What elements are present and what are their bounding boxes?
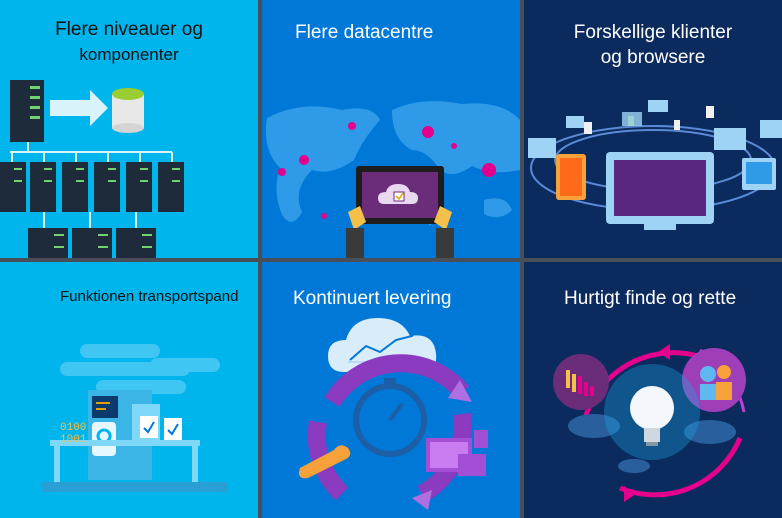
tile-tiers-components: Flere niveauer og komponenter (0, 0, 258, 258)
tile-title: Funktionen transportspand (60, 288, 239, 305)
devices-icon (528, 100, 782, 230)
title-line-2: komponenter (79, 45, 179, 64)
tile-find-fix: Hurtigt finde og rette (524, 262, 782, 518)
delivery-cycle-icon (299, 318, 488, 510)
tile-title: Kontinuert levering (293, 288, 452, 309)
svg-text:1001: 1001 (60, 434, 87, 446)
title-line-1: Flere niveauer og (55, 19, 203, 40)
tablet-cloud-icon (346, 166, 454, 258)
tile-datacenters: Flere datacentre (262, 0, 520, 258)
database-icon (112, 88, 144, 133)
tile-clients-browsers: Forskellige klienter og browsere (524, 0, 782, 258)
title-line-1: Forskellige klienter (573, 22, 733, 43)
tile-title: Hurtigt finde og rette (564, 288, 737, 309)
tile-continuous-delivery: Kontinuert levering (262, 262, 520, 518)
world-map-icon (265, 101, 520, 258)
server-rack-icon (0, 80, 184, 258)
svg-text:0100: 0100 (60, 422, 86, 434)
tile-title: Flere datacentre (295, 22, 434, 43)
tile-title: Forskellige klienter og browsere (524, 20, 782, 70)
title-line-2: og browsere (600, 47, 706, 68)
lightbulb-icon (553, 344, 746, 502)
tile-title: Flere niveauer og komponenter (0, 17, 258, 67)
